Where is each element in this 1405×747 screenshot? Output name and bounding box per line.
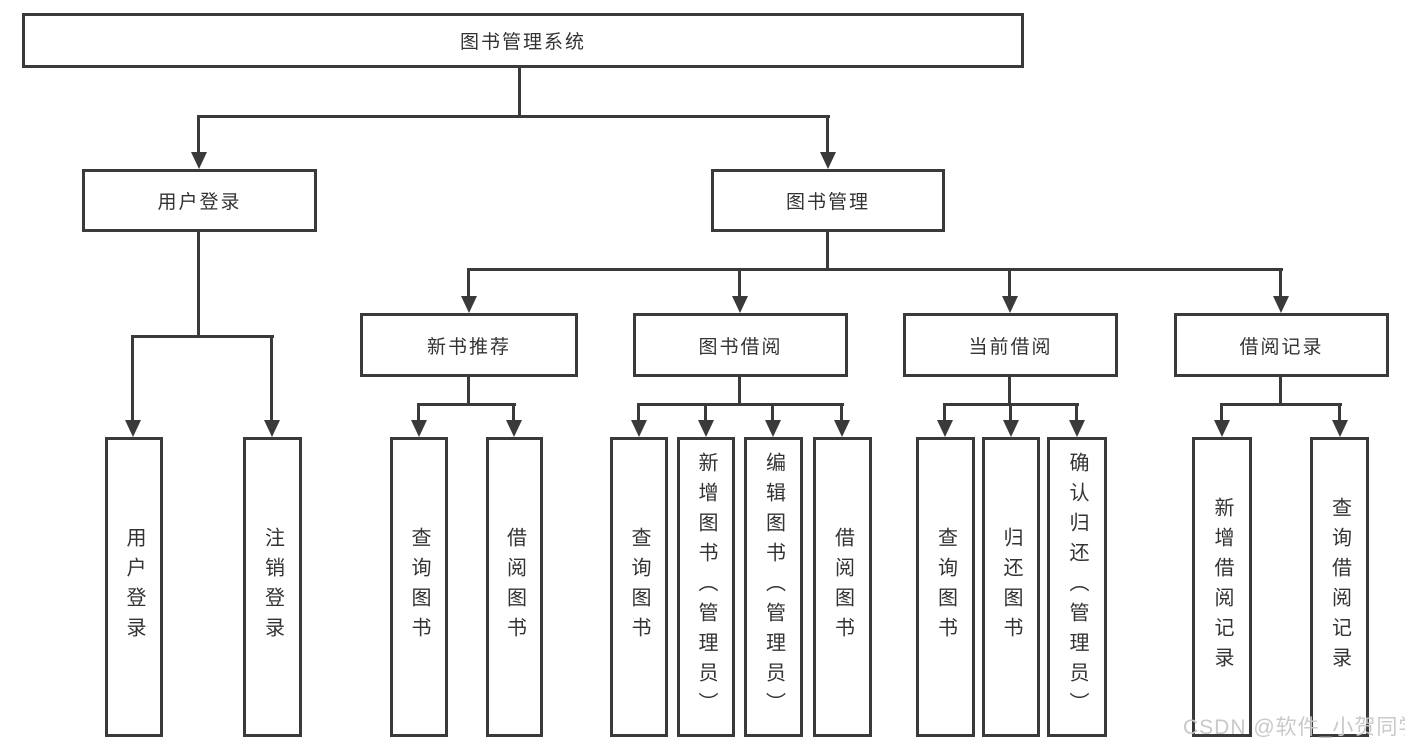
connector-line <box>467 268 470 298</box>
arrow-down-icon <box>264 420 280 437</box>
connector-line <box>1009 403 1012 422</box>
leaf-label: 确认归还（管理员） <box>1066 452 1088 722</box>
connector-line <box>840 403 843 422</box>
leaf-label: 用户登录 <box>123 527 145 647</box>
connector-line <box>270 335 273 422</box>
leaf-return-books: 归还图书 <box>982 437 1040 737</box>
connector-line <box>1220 403 1223 422</box>
connector-line <box>518 66 521 118</box>
connector-line <box>1008 377 1011 406</box>
leaf-edit-book-admin: 编辑图书（管理员） <box>744 437 803 737</box>
arrow-down-icon <box>631 420 647 437</box>
connector-line <box>467 377 470 406</box>
node-borrowing-records: 借阅记录 <box>1174 313 1389 377</box>
leaf-label: 查询图书 <box>628 527 650 647</box>
arrow-down-icon <box>732 296 748 313</box>
connector-line <box>704 403 707 422</box>
leaf-label: 注销登录 <box>261 527 284 647</box>
leaf-add-borrow-record: 新增借阅记录 <box>1192 437 1252 737</box>
connector-line <box>943 403 946 422</box>
connector-line <box>1220 403 1342 406</box>
arrow-down-icon <box>834 420 850 437</box>
leaf-label: 查询图书 <box>408 527 430 647</box>
leaf-label: 查询图书 <box>934 527 957 647</box>
leaf-borrow-books-borrowing: 借阅图书 <box>813 437 872 737</box>
connector-line <box>637 403 844 406</box>
node-book-management: 图书管理 <box>711 169 945 232</box>
leaf-query-borrow-record: 查询借阅记录 <box>1310 437 1369 737</box>
connector-line <box>197 115 200 154</box>
connector-line <box>197 231 200 338</box>
arrow-down-icon <box>765 420 781 437</box>
connector-line <box>417 403 420 422</box>
node-label: 图书管理系统 <box>459 32 586 53</box>
node-label: 当前借阅 <box>968 336 1053 358</box>
arrow-down-icon <box>1273 296 1289 313</box>
leaf-label: 借阅图书 <box>831 527 854 647</box>
leaf-user-login: 用户登录 <box>105 437 163 737</box>
arrow-down-icon <box>1003 420 1019 437</box>
arrow-down-icon <box>506 420 522 437</box>
connector-line <box>637 403 640 422</box>
node-current-borrowing: 当前借阅 <box>903 313 1118 377</box>
arrow-down-icon <box>1214 420 1230 437</box>
arrow-down-icon <box>125 420 141 437</box>
arrow-down-icon <box>411 420 427 437</box>
node-label: 图书借阅 <box>698 336 783 358</box>
connector-line <box>417 403 516 406</box>
leaf-confirm-return-admin: 确认归还（管理员） <box>1047 437 1107 737</box>
node-label: 借阅记录 <box>1239 336 1324 358</box>
leaf-add-book-admin: 新增图书（管理员） <box>677 437 735 737</box>
node-library-management-system: 图书管理系统 <box>22 13 1024 68</box>
connector-line <box>467 268 1283 271</box>
leaf-label: 借阅图书 <box>503 527 526 647</box>
leaf-label: 新增借阅记录 <box>1211 497 1233 677</box>
connector-line <box>826 232 829 271</box>
arrow-down-icon <box>1002 296 1018 313</box>
arrow-down-icon <box>698 420 714 437</box>
connector-line <box>1279 377 1282 406</box>
arrow-down-icon <box>1332 420 1348 437</box>
leaf-query-books-borrowing: 查询图书 <box>610 437 668 737</box>
arrow-down-icon <box>191 152 207 169</box>
leaf-label: 新增图书（管理员） <box>695 452 717 722</box>
connector-line <box>771 403 774 422</box>
connector-line <box>131 335 134 422</box>
connector-line <box>738 268 741 298</box>
connector-line <box>738 377 741 406</box>
arrow-down-icon <box>937 420 953 437</box>
node-label: 图书管理 <box>785 192 870 213</box>
node-user-login: 用户登录 <box>82 169 317 232</box>
leaf-logout: 注销登录 <box>243 437 302 737</box>
leaf-label: 归还图书 <box>1000 527 1022 647</box>
connector-line <box>826 115 829 154</box>
node-book-borrowing: 图书借阅 <box>633 313 848 377</box>
connector-line <box>1279 268 1282 298</box>
leaf-query-books-current: 查询图书 <box>916 437 975 737</box>
connector-line <box>512 403 515 422</box>
node-label: 新书推荐 <box>426 336 511 358</box>
arrow-down-icon <box>461 296 477 313</box>
node-new-book-recommendation: 新书推荐 <box>360 313 578 377</box>
connector-line <box>131 335 274 338</box>
arrow-down-icon <box>1069 420 1085 437</box>
connector-line <box>1008 268 1011 298</box>
connector-line <box>1075 403 1078 422</box>
arrow-down-icon <box>820 152 836 169</box>
connector-line <box>1338 403 1341 422</box>
leaf-query-books-recommend: 查询图书 <box>390 437 448 737</box>
leaf-borrow-books-recommend: 借阅图书 <box>486 437 543 737</box>
leaf-label: 查询借阅记录 <box>1328 497 1351 677</box>
node-label: 用户登录 <box>157 192 242 213</box>
leaf-label: 编辑图书（管理员） <box>762 452 785 722</box>
connector-line <box>197 115 830 118</box>
watermark: CSDN @软件_小贺同学 <box>1183 716 1405 739</box>
